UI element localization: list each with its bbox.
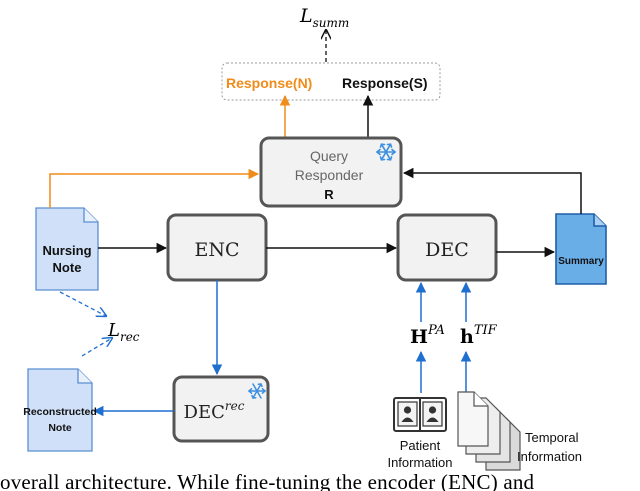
decoder-rec-box	[172, 375, 270, 443]
hpa-label: HPA	[410, 323, 445, 348]
query-responder-label: R	[324, 187, 334, 202]
response-box	[221, 62, 441, 101]
response-summary-label: Response(S)	[342, 75, 428, 91]
decoder-label: DEC	[425, 239, 469, 261]
patient-info-line2: Information	[387, 455, 452, 470]
patient-info-icon	[393, 397, 447, 432]
nursing-note-fold	[83, 208, 98, 223]
summary-to-qr-arrow	[402, 167, 582, 214]
temporal-info-line1: Temporal	[525, 430, 579, 445]
snowflake-icon	[247, 383, 267, 399]
response-nursing-label: Response(N)	[226, 75, 312, 91]
nursing-to-rec-loss-arrow	[59, 291, 106, 316]
query-responder-line1: Query	[310, 148, 348, 164]
summary-loss-label: Lsumm	[299, 5, 349, 30]
query-responder-box	[259, 136, 403, 208]
reconstructed-note-fold	[77, 369, 92, 384]
reconstructed-note-line1: Reconstructed	[23, 406, 97, 418]
summary-doc	[555, 213, 607, 285]
query-responder-line2: Responder	[295, 167, 364, 183]
nursing-note-doc	[35, 207, 99, 291]
summary-label: Summary	[558, 256, 604, 267]
decoder-box	[396, 213, 498, 282]
nursing-note-line1: Nursing	[42, 243, 91, 258]
reconstruction-loss-label: Lrec	[107, 320, 140, 344]
decoder-rec-label: DECrec	[184, 399, 245, 423]
nursing-note-line2: Note	[53, 260, 82, 275]
temporal-info-line2: Information	[517, 449, 582, 464]
reconstructed-note-doc	[27, 368, 93, 452]
reconstructed-note-line2: Note	[48, 422, 71, 434]
figure-caption: overall architecture. While fine-tuning …	[0, 471, 535, 491]
reconstructed-to-rec-loss-arrow	[81, 338, 112, 357]
nursing-to-qr-arrow	[49, 168, 260, 208]
encoder-label: ENC	[194, 239, 239, 261]
patient-info-line1: Patient	[400, 438, 441, 453]
snowflake-icon	[375, 143, 397, 161]
summary-doc-fold	[593, 214, 606, 227]
temporal-info-icon	[457, 391, 521, 471]
htif-label: hTIF	[460, 323, 498, 348]
